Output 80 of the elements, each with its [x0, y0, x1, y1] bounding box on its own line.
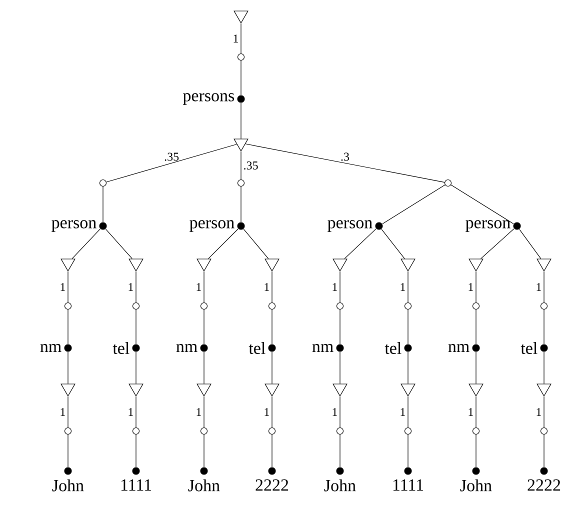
node-label: 2222 — [256, 479, 288, 491]
connector-line — [382, 184, 446, 224]
edge-label: 1 — [400, 283, 405, 291]
node-label: persons — [182, 93, 234, 105]
connector-line — [243, 228, 269, 259]
edge-label: 1 — [264, 283, 269, 291]
node-label: John — [324, 479, 356, 492]
edge-label: 1 — [536, 283, 541, 291]
connector-line — [240, 102, 242, 139]
connector-line — [240, 151, 242, 180]
connector-line — [240, 186, 242, 222]
connector-line — [102, 186, 104, 222]
connector-line — [72, 228, 101, 259]
element-node: tel — [384, 342, 412, 354]
node-label: tel — [520, 342, 538, 354]
element-node: nm — [448, 344, 480, 352]
node-label: tel — [384, 342, 402, 354]
connector-line — [480, 228, 514, 259]
edge-label: .35 — [244, 161, 258, 170]
node-label: John — [460, 479, 492, 492]
leaf-node: John — [460, 467, 492, 492]
connector-line — [240, 23, 242, 54]
edge-label: 1 — [536, 408, 541, 416]
element-node: person — [328, 220, 383, 232]
node-label: John — [52, 479, 84, 492]
node-label: nm — [448, 344, 470, 352]
element-node: person — [466, 220, 521, 232]
node-label: John — [188, 479, 220, 492]
connector-line — [208, 228, 238, 259]
node-label: 1111 — [121, 479, 152, 491]
edge-label: 1 — [60, 283, 65, 291]
edge-label: 1 — [400, 408, 405, 416]
connector-line — [105, 228, 132, 259]
node-label: person — [52, 220, 96, 232]
leaf-node: John — [324, 467, 356, 492]
leaf-node: 2222 — [528, 467, 560, 491]
edge-label: 1 — [234, 34, 238, 42]
edge-label: 1 — [196, 283, 201, 291]
leaf-node: John — [188, 467, 220, 492]
element-node: person — [52, 220, 107, 232]
leaf-node: 2222 — [256, 467, 288, 491]
connector-line — [106, 144, 238, 182]
connector-line — [381, 228, 405, 259]
edge-label: 1 — [128, 408, 133, 416]
node-label: tel — [112, 342, 130, 354]
connector-line — [519, 228, 542, 259]
leaf-node: John — [52, 467, 84, 492]
node-label: person — [190, 220, 234, 232]
node-label: nm — [40, 344, 62, 352]
edge-label: 1 — [128, 283, 133, 291]
connector-line — [240, 60, 242, 96]
element-node: persons — [182, 93, 245, 105]
node-label: nm — [312, 344, 334, 352]
element-node: nm — [40, 344, 72, 352]
element-node: nm — [176, 344, 208, 352]
connector-line — [344, 228, 376, 259]
element-node: tel — [520, 342, 548, 354]
node-label: tel — [248, 342, 266, 354]
connector-line — [245, 144, 445, 183]
node-label: 2222 — [528, 479, 560, 491]
edge-label: 1 — [332, 283, 337, 291]
edge-label: 1 — [468, 283, 473, 291]
node-label: person — [328, 220, 372, 232]
edge-label: 1 — [264, 408, 269, 416]
node-label: person — [466, 220, 510, 232]
leaf-node: 1111 — [393, 467, 424, 491]
edge-label: 1 — [332, 408, 337, 416]
element-node: person — [190, 220, 245, 232]
element-node: tel — [112, 342, 140, 354]
connector-line — [450, 184, 514, 224]
node-label: 1111 — [393, 479, 424, 491]
edge-label: 1 — [196, 408, 201, 416]
element-node: tel — [248, 342, 276, 354]
edge-label: .35 — [164, 152, 179, 161]
edge-label: .3 — [341, 152, 350, 161]
edge-label: 1 — [60, 408, 65, 416]
element-node: nm — [312, 344, 344, 352]
node-label: nm — [176, 344, 198, 352]
edge-label: 1 — [468, 408, 473, 416]
leaf-node: 1111 — [121, 467, 152, 491]
